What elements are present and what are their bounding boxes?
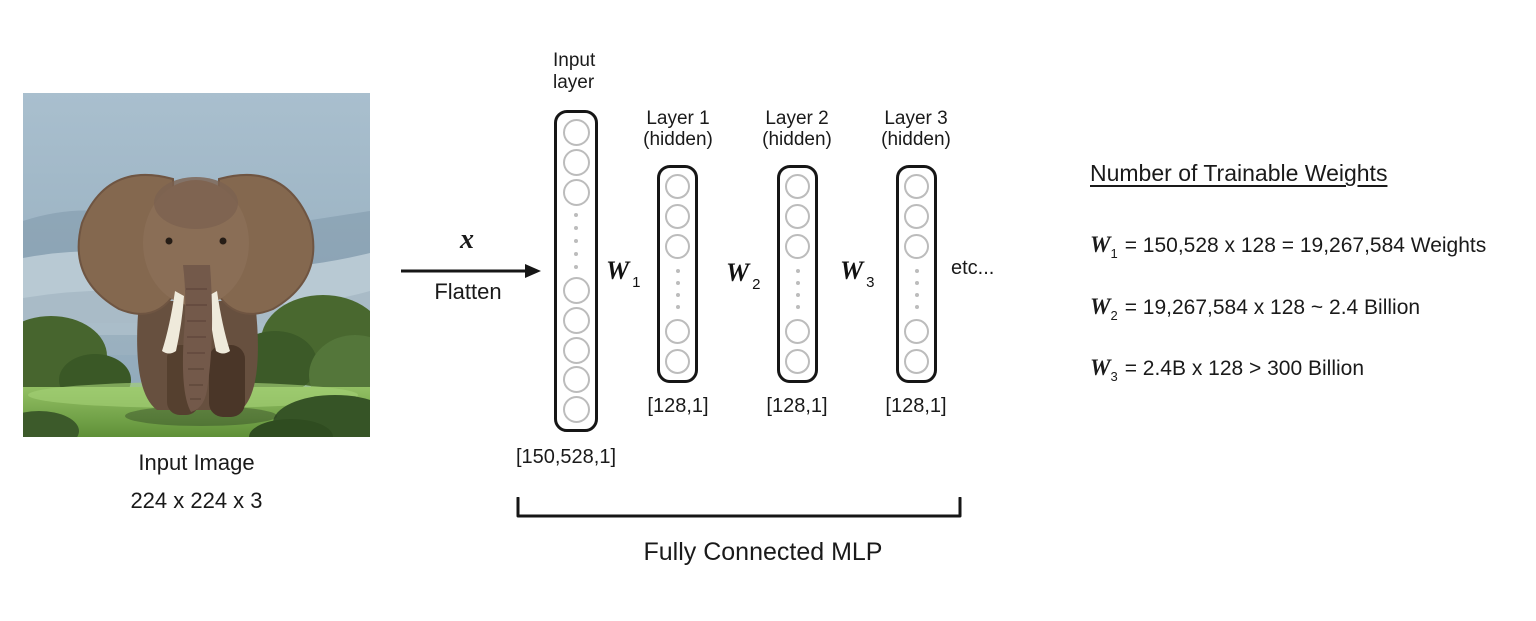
neuron-circle (904, 174, 929, 199)
neuron-circle (562, 178, 590, 206)
weights-panel: Number of Trainable Weights W1= 150,528 … (1090, 160, 1536, 400)
ellipsis-dots (574, 208, 578, 274)
input-layer-dim-label: [150,528,1] (515, 446, 617, 468)
hidden-layer-2-column (777, 165, 818, 383)
flatten-arrow-icon (401, 264, 541, 278)
neuron-circle (785, 349, 810, 374)
neuron-circle (665, 174, 690, 199)
flatten-label: Flatten (434, 279, 502, 304)
neuron-circle (785, 204, 810, 229)
weight-formula-row: W3= 2.4B x 128 > 300 Billion (1090, 355, 1365, 385)
neuron-circle (904, 204, 929, 229)
hidden-layer-3-dim-label: [128,1] (885, 395, 947, 417)
neuron-circle (562, 396, 590, 423)
mlp-bracket (516, 497, 962, 518)
hidden-layer-1-column (657, 165, 698, 383)
weight-formula-row: W1= 150,528 x 128 = 19,267,584 Weights (1090, 232, 1487, 262)
input-image-caption: Input Image (138, 450, 255, 475)
hidden-layer-1-dim-label: [128,1] (647, 395, 709, 417)
hidden-layer-2-dim-label: [128,1] (766, 395, 828, 417)
ellipsis-dots (675, 264, 680, 314)
neuron-circle (562, 119, 590, 146)
neuron-circle (562, 148, 590, 176)
input-layer-column (554, 110, 598, 432)
neuron-circle (562, 366, 590, 394)
hidden-layer-3-title: Layer 3(hidden) (881, 108, 951, 150)
neuron-circle (665, 319, 690, 344)
neuron-circle (904, 319, 929, 344)
input-image-dimensions: 224 x 224 x 3 (130, 488, 263, 513)
hidden-layer-2-title: Layer 2(hidden) (762, 108, 832, 150)
neuron-circle (785, 234, 810, 259)
neuron-circle (904, 234, 929, 259)
neuron-circle (665, 349, 690, 374)
mlp-bracket-label: Fully Connected MLP (643, 538, 883, 566)
neuron-circle (665, 234, 690, 259)
neuron-circle (904, 349, 929, 374)
hidden-layer-3-column (896, 165, 937, 383)
neuron-circle (562, 336, 590, 364)
elephant-photo (23, 93, 370, 437)
weights-panel-title: Number of Trainable Weights (1090, 160, 1388, 186)
elephant-figure (77, 174, 315, 426)
weight-formula-row: W2= 19,267,584 x 128 ~ 2.4 Billion (1090, 294, 1421, 324)
neuron-circle (785, 319, 810, 344)
neuron-circle (665, 204, 690, 229)
hidden-layer-1-title: Layer 1(hidden) (643, 108, 713, 150)
ellipsis-dots (914, 264, 919, 314)
ellipsis-dots (795, 264, 800, 314)
neuron-circle (562, 306, 590, 334)
neuron-circle (785, 174, 810, 199)
neuron-circle (562, 277, 590, 304)
etc-label: etc... (951, 257, 995, 279)
x-variable-label: x (460, 224, 474, 255)
